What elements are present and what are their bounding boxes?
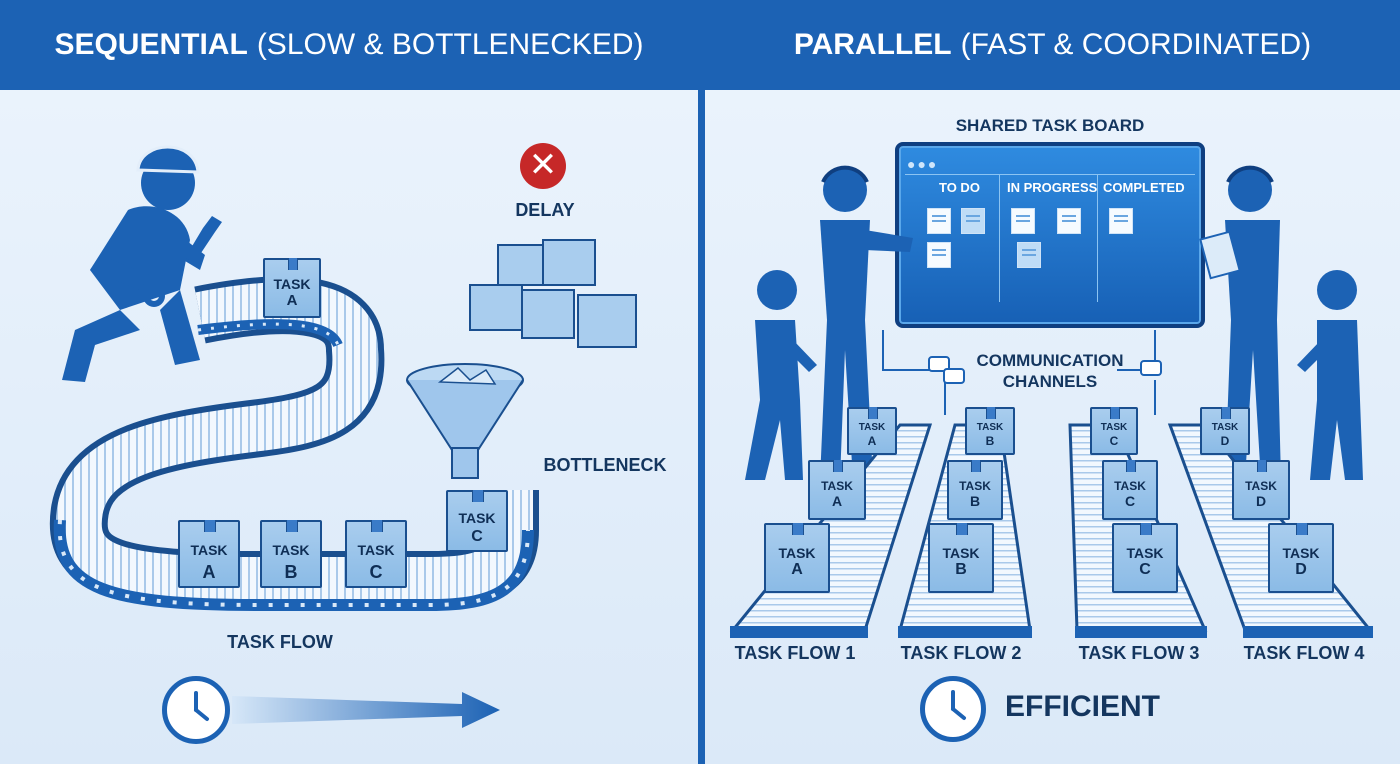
task-box-flow-3: TASK C xyxy=(1102,460,1158,520)
winding-conveyor xyxy=(49,145,637,611)
column-in-progress: IN PROGRESS xyxy=(1007,180,1098,195)
delayed-box-pile xyxy=(469,239,637,348)
column-completed: COMPLETED xyxy=(1103,180,1185,195)
efficient-clock-icon xyxy=(920,676,986,742)
task-card xyxy=(1017,242,1041,268)
task-flow-label: TASK FLOW xyxy=(227,632,333,652)
task-card xyxy=(1011,208,1035,234)
task-card xyxy=(927,208,951,234)
slow-arrow-icon xyxy=(232,692,500,728)
task-box-flow-1: TASK A xyxy=(764,523,830,593)
task-card xyxy=(927,242,951,268)
delay-label: DELAY xyxy=(515,200,575,220)
task-box-flow-1: TASK A xyxy=(808,460,866,520)
task-box-flow-4: TASK D xyxy=(1232,460,1290,520)
bottleneck-label: BOTTLENECK xyxy=(543,455,667,475)
task-box-flow-2: TASK B xyxy=(965,407,1015,455)
task-flow-3-label: TASK FLOW 3 xyxy=(1078,643,1200,663)
task-box-flow-4: TASK D xyxy=(1200,407,1250,455)
task-card xyxy=(1109,208,1133,234)
shared-task-board: ●●● TO DO IN PROGRESS COMPLETED xyxy=(895,142,1205,328)
task-box-flow-3: TASK C xyxy=(1090,407,1138,455)
task-card xyxy=(1057,208,1081,234)
sequential-header: SEQUENTIAL (SLOW & BOTTLENECKED) xyxy=(0,0,698,90)
sequential-title: SEQUENTIAL xyxy=(54,28,248,61)
chat-bubble-icon xyxy=(1140,360,1162,376)
task-flow-1-label: TASK FLOW 1 xyxy=(734,643,856,663)
parallel-subtitle: (FAST & COORDINATED) xyxy=(960,28,1312,61)
sequential-subtitle: (SLOW & BOTTLENECKED) xyxy=(256,28,644,61)
task-flow-4-label: TASK FLOW 4 xyxy=(1243,643,1365,663)
efficient-label: EFFICIENT xyxy=(1005,690,1160,723)
task-box-flow-2: TASK B xyxy=(947,460,1003,520)
worker-figure xyxy=(62,145,222,382)
board-window-dots-icon: ●●● xyxy=(907,156,939,172)
column-todo: TO DO xyxy=(939,180,980,195)
parallel-title: PARALLEL xyxy=(793,28,952,61)
task-box-flow-1: TASK A xyxy=(847,407,897,455)
task-box-flow-4: TASK D xyxy=(1268,523,1334,593)
bottleneck-funnel xyxy=(406,363,524,479)
chat-bubble-icon xyxy=(943,368,965,384)
parallel-header: PARALLEL (FAST & COORDINATED) xyxy=(705,0,1400,90)
task-card xyxy=(961,208,985,234)
clock-icon xyxy=(162,676,230,744)
panel-divider xyxy=(698,0,705,764)
task-flow-2-label: TASK FLOW 2 xyxy=(900,643,1022,663)
board-title: SHARED TASK BOARD xyxy=(955,116,1145,135)
delay-x-icon: ✕ xyxy=(520,143,566,189)
task-box-flow-3: TASK C xyxy=(1112,523,1178,593)
task-box-flow-2: TASK B xyxy=(928,523,994,593)
